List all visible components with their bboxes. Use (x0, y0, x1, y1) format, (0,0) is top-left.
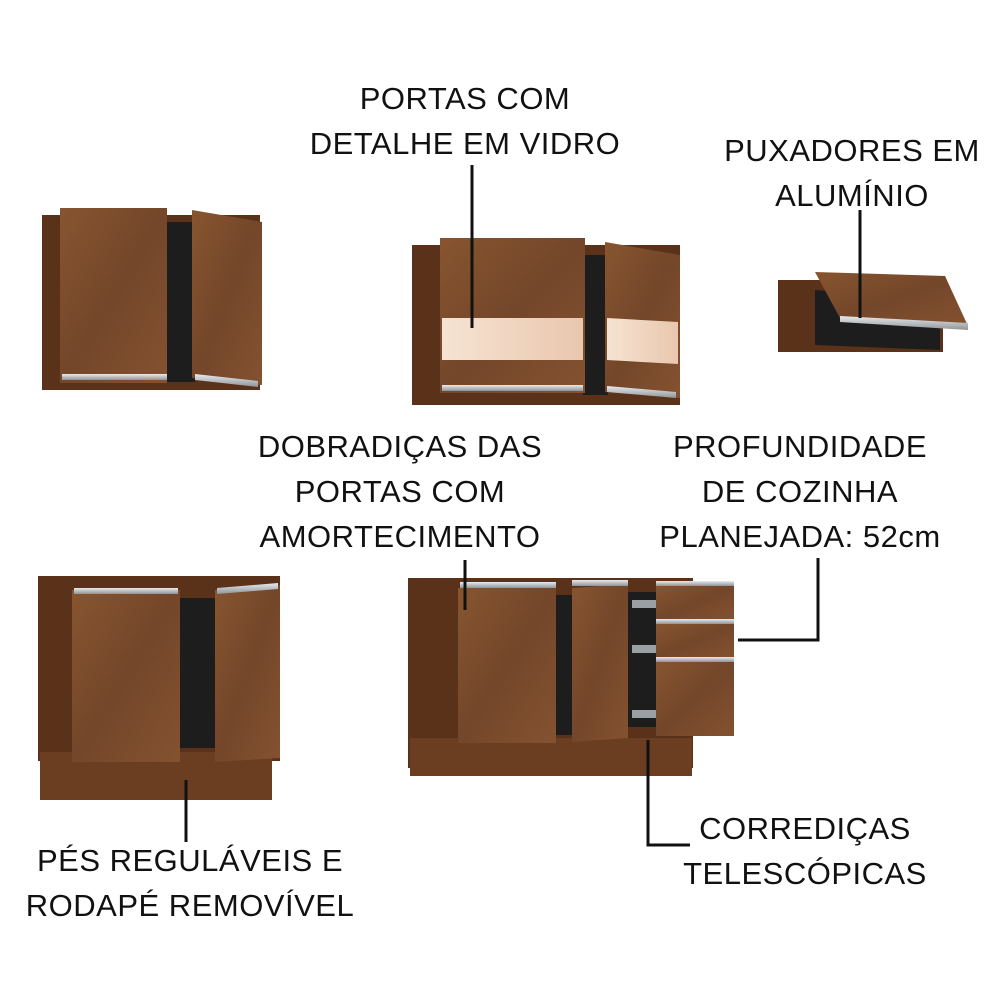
callout-lines (184, 165, 862, 847)
label-line: RODAPÉ REMOVÍVEL (25, 888, 355, 923)
drawer (656, 624, 734, 658)
label-line: PUXADORES EM (724, 133, 980, 168)
label-line: PORTAS COM (359, 81, 571, 116)
telescopic-slide (632, 645, 656, 653)
label-line: DETALHE EM VIDRO (309, 126, 621, 161)
label-line: PÉS REGULÁVEIS E (36, 843, 344, 878)
label-depth: PROFUNDIDADE DE COZINHA PLANEJADA: 52cm (650, 424, 950, 559)
upper-cabinet-flip (778, 272, 968, 352)
telescopic-slide (632, 710, 656, 718)
label-line: DE COZINHA (701, 474, 899, 509)
telescopic-slide (632, 600, 656, 608)
drawer (656, 586, 734, 620)
label-line: TELESCÓPICAS (683, 856, 927, 891)
aluminum-handle (460, 582, 556, 588)
drawer (656, 662, 734, 736)
aluminum-handle (607, 386, 676, 398)
label-hinges: DOBRADIÇAS DAS PORTAS COM AMORTECIMENTO (245, 424, 555, 559)
lower-cabinet-left (38, 576, 280, 800)
label-aluminum-handles: PUXADORES EM ALUMÍNIO (722, 128, 982, 218)
callout-line-slides (646, 740, 690, 847)
lower-cabinet-drawers (408, 578, 734, 776)
label-line: DOBRADIÇAS DAS (257, 429, 543, 464)
upper-cabinet-glass (412, 238, 680, 405)
upper-cabinet-left (42, 208, 262, 390)
aluminum-handle (442, 385, 583, 391)
label-line: CORREDIÇAS (699, 811, 911, 846)
callout-line-depth (738, 558, 820, 642)
aluminum-handle (74, 588, 178, 594)
aluminum-handle (840, 316, 968, 330)
label-line: PORTAS COM (294, 474, 506, 509)
aluminum-handle (195, 374, 258, 387)
aluminum-handle (572, 580, 628, 586)
glass-panel (607, 318, 678, 364)
label-line: PLANEJADA: 52cm (659, 519, 941, 554)
glass-panel (442, 318, 583, 360)
label-line: PROFUNDIDADE (672, 429, 927, 464)
label-glass-doors: PORTAS COM DETALHE EM VIDRO (300, 76, 630, 166)
label-feet: PÉS REGULÁVEIS E RODAPÉ REMOVÍVEL (20, 838, 360, 928)
label-slides: CORREDIÇAS TELESCÓPICAS (680, 806, 930, 896)
aluminum-handle (62, 374, 167, 380)
label-line: AMORTECIMENTO (259, 519, 541, 554)
label-line: ALUMÍNIO (775, 178, 929, 213)
aluminum-handle (217, 583, 278, 594)
